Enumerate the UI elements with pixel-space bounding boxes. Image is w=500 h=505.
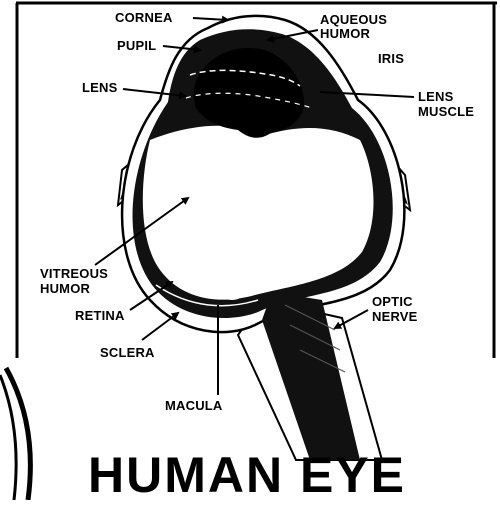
label-vitreous-1: VITREOUS xyxy=(40,266,108,281)
label-lens-muscle-2: MUSCLE xyxy=(418,104,474,119)
label-optic-1: OPTIC xyxy=(372,294,413,309)
label-pupil: PUPIL xyxy=(117,38,156,53)
macula-spot xyxy=(224,294,240,300)
label-iris: IRIS xyxy=(378,51,404,66)
label-aqueous-1: AQUEOUS xyxy=(320,12,387,27)
label-lens: LENS xyxy=(82,80,118,95)
label-cornea: CORNEA xyxy=(115,10,173,25)
diagram-title: HUMAN EYE xyxy=(88,447,406,500)
label-sclera: SCLERA xyxy=(100,345,155,360)
label-lens-muscle-1: LENS xyxy=(418,89,454,104)
label-macula: MACULA xyxy=(165,398,223,413)
label-vitreous-2: HUMOR xyxy=(40,281,91,296)
label-aqueous-2: HUMOR xyxy=(320,26,371,41)
optic-disc xyxy=(278,280,298,286)
label-optic-2: NERVE xyxy=(372,309,418,324)
label-retina: RETINA xyxy=(75,308,125,323)
